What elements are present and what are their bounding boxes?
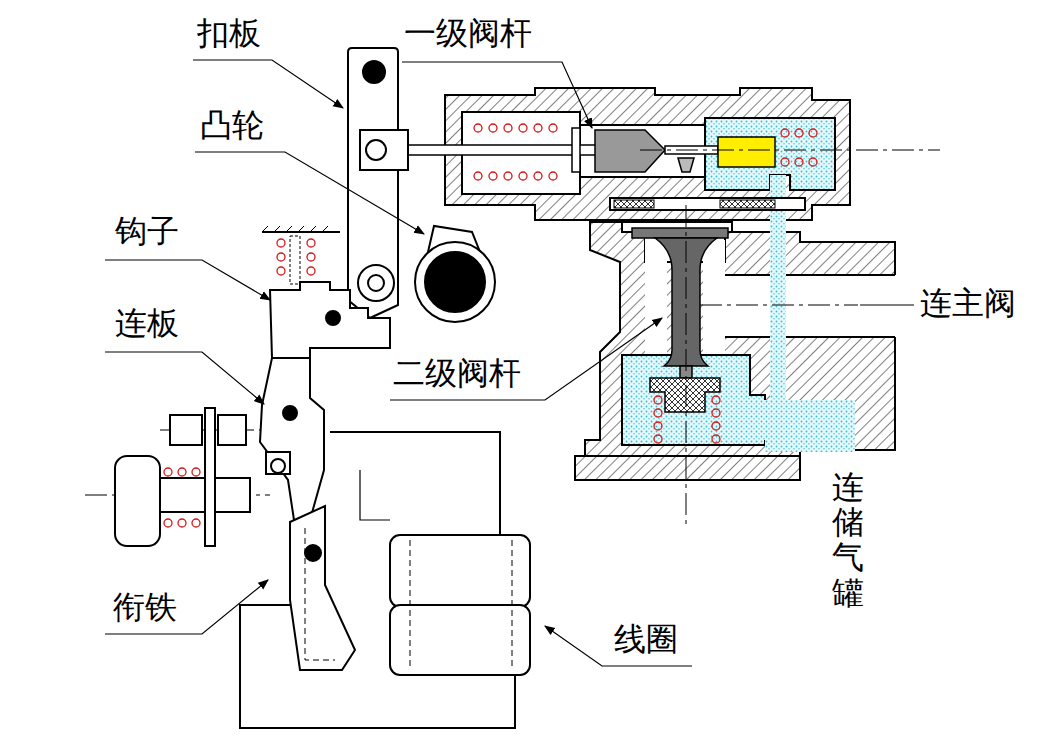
part-label: 连储气罐 [832,470,864,611]
part-label: 凸轮 [200,106,264,144]
part-label: 钩子 [115,212,179,250]
coil [390,535,530,675]
link-plate [260,358,324,520]
part-label: 扣板 [197,14,261,52]
leader-line [860,304,914,305]
part-label: 一级阀杆 [404,14,532,52]
part-label: 连主阀 [920,284,1016,322]
part-label: 衔铁 [113,588,177,626]
part-label: 二级阀杆 [393,354,521,392]
part-label: 线圈 [614,620,678,658]
trip-plate [348,48,408,318]
hook [262,226,390,358]
adjuster [115,408,250,546]
second-stage-stem [632,228,728,412]
leader-line [105,60,692,666]
armature [290,506,355,670]
cam [415,226,495,322]
spring [164,124,817,527]
part-label: 连板 [115,304,179,342]
